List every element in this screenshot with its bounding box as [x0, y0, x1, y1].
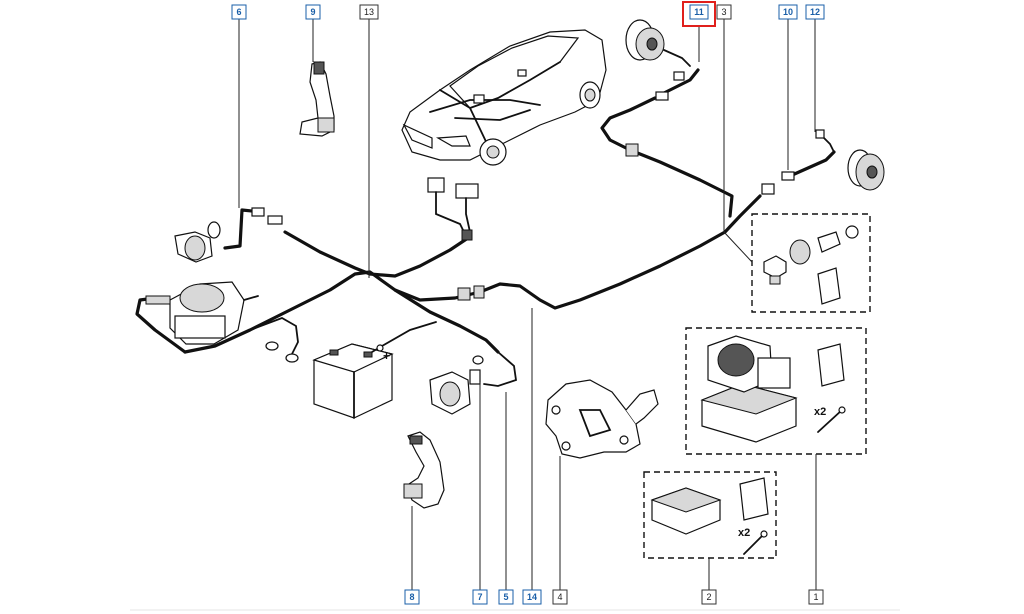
callout-1[interactable]: 1 — [808, 589, 824, 605]
bracket-harness-9 — [299, 61, 335, 137]
left-hydraulic-unit — [145, 281, 259, 345]
callout-12[interactable]: 12 — [805, 4, 825, 20]
connector-group-center — [427, 177, 479, 241]
svg-text:2: 2 — [706, 592, 711, 602]
leader-lines — [238, 19, 817, 590]
callout-13[interactable]: 13 — [359, 4, 379, 20]
callout-4[interactable]: 4 — [552, 589, 568, 605]
battery-plus-sign: + — [383, 349, 390, 363]
callout-6[interactable]: 6 — [231, 4, 247, 20]
svg-text:11: 11 — [694, 7, 704, 17]
kit-2-ecu: x2 — [643, 471, 777, 559]
callout-9[interactable]: 9 — [305, 4, 321, 20]
ground-cable — [249, 317, 299, 363]
mounting-bracket-4 — [545, 379, 659, 459]
callout-3[interactable]: 3 — [716, 4, 732, 20]
callout-11[interactable]: 11 — [682, 1, 716, 27]
svg-text:8: 8 — [409, 592, 414, 602]
svg-text:1: 1 — [813, 592, 818, 602]
callout-2[interactable]: 2 — [701, 589, 717, 605]
modulator-bolts-qty: x2 — [814, 406, 826, 418]
front-left-wheel-hub — [174, 207, 283, 263]
callouts-bottom: 8 7 5 14 4 2 1 — [404, 589, 824, 605]
front-right-wheel-hub — [429, 351, 517, 415]
svg-text:4: 4 — [557, 592, 562, 602]
svg-text:5: 5 — [503, 592, 508, 602]
callouts-top: 6 9 13 11 3 10 12 — [231, 1, 825, 27]
svg-text:10: 10 — [783, 7, 793, 17]
car-illustration — [401, 29, 607, 166]
kit-3-sensor — [751, 213, 871, 313]
svg-text:12: 12 — [810, 7, 820, 17]
harness-clip-14 — [457, 143, 639, 301]
callout-11-highlight — [682, 1, 716, 27]
svg-text:6: 6 — [236, 7, 241, 17]
callout-8[interactable]: 8 — [404, 589, 420, 605]
callout-5[interactable]: 5 — [498, 589, 514, 605]
kit-1-hydraulic-modulator: x2 — [685, 327, 867, 455]
rear-left-wheel-hub — [625, 19, 691, 101]
callout-10[interactable]: 10 — [778, 4, 798, 20]
callout-7[interactable]: 7 — [472, 589, 488, 605]
battery: + — [312, 321, 437, 419]
ecu-bolts-qty: x2 — [738, 527, 750, 539]
svg-text:13: 13 — [364, 7, 374, 17]
svg-text:14: 14 — [527, 592, 537, 602]
svg-text:3: 3 — [721, 7, 726, 17]
callout-14[interactable]: 14 — [522, 589, 542, 605]
rear-right-wheel-hub — [761, 129, 885, 195]
bracket-8 — [403, 431, 445, 509]
svg-text:9: 9 — [310, 7, 315, 17]
svg-text:7: 7 — [477, 592, 482, 602]
